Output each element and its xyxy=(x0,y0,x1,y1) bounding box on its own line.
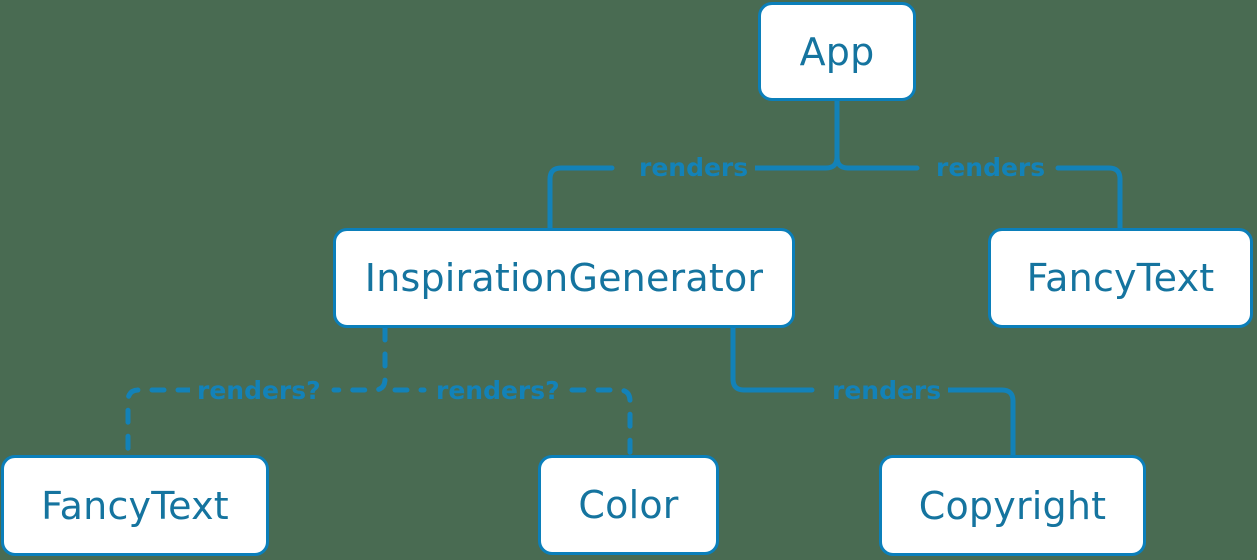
node-app-label: App xyxy=(799,29,875,74)
edge-inspirationgenerator-to-fancytext-bottom xyxy=(125,387,193,458)
edge-label-app-to-fancytext-top: renders xyxy=(929,155,1053,180)
node-app[interactable]: App xyxy=(758,2,916,101)
node-inspirationgenerator-label: InspirationGenerator xyxy=(364,256,764,300)
edge-label-app-to-inspirationgenerator: renders xyxy=(632,155,756,180)
node-color[interactable]: Color xyxy=(538,455,719,555)
node-color-label: Color xyxy=(578,483,679,527)
edge-app-to-fancytext-top xyxy=(834,154,1123,231)
node-copyright[interactable]: Copyright xyxy=(879,455,1146,556)
node-fancytext-bottom[interactable]: FancyText xyxy=(1,455,269,556)
edge-label-inspirationgenerator-to-color: renders? xyxy=(429,378,567,403)
edge-inspirationgenerator-to-color xyxy=(392,387,633,458)
edge-inspirationgenerator-to-copyright xyxy=(730,325,1016,458)
edge-label-inspirationgenerator-to-copyright: renders xyxy=(825,378,949,403)
node-fancytext-bottom-label: FancyText xyxy=(41,483,229,528)
node-inspirationgenerator[interactable]: InspirationGenerator xyxy=(333,228,795,328)
node-fancytext-top-label: FancyText xyxy=(1026,256,1215,300)
node-copyright-label: Copyright xyxy=(918,483,1107,528)
edge-inspirationgenerator-dashed-stem xyxy=(331,325,388,393)
edge-label-inspirationgenerator-to-fancytext-bottom: renders? xyxy=(190,378,328,403)
node-fancytext-top[interactable]: FancyText xyxy=(988,228,1253,328)
